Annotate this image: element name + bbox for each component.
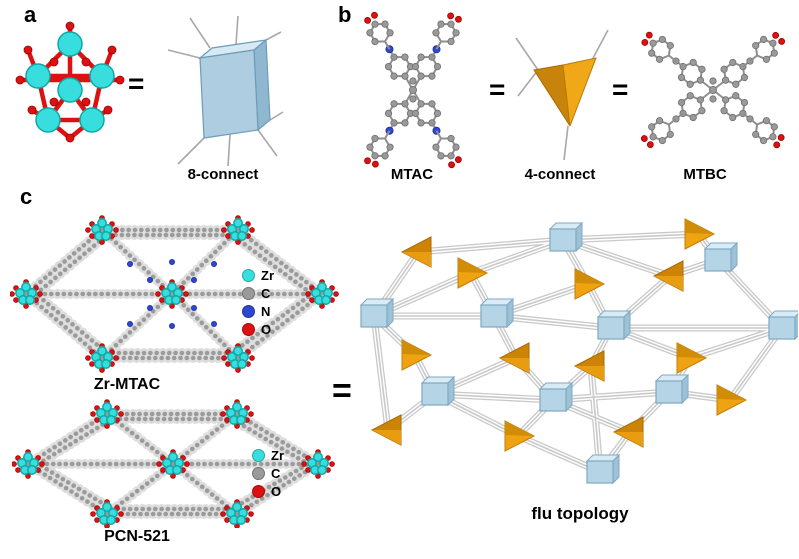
equals-sign-b1: =	[489, 74, 506, 105]
four-connect-node	[508, 18, 618, 168]
zr-mtac-framework-svg	[8, 214, 340, 374]
zr-color-swatch	[252, 449, 265, 462]
node-connection-lines	[167, 15, 284, 167]
cube-node-shape	[197, 38, 271, 139]
four-connect-node-svg	[515, 29, 609, 161]
zr-color-swatch	[242, 269, 255, 282]
flu-topology-caption: flu topology	[531, 504, 629, 523]
equals-sign-a: =	[128, 68, 145, 99]
legend-label: N	[261, 304, 271, 319]
flu-topology-network	[358, 218, 799, 510]
o-color-swatch	[242, 323, 255, 336]
legend-item-c: C	[242, 286, 274, 301]
legend-label: O	[271, 484, 282, 499]
tetrahedron-node-shape	[533, 57, 597, 127]
legend-label: C	[261, 286, 271, 301]
legend-label: Zr	[271, 448, 284, 463]
pcn-521-framework-svg	[10, 398, 336, 530]
flu-topology-svg	[360, 218, 799, 484]
legend-item-zr: Zr	[252, 448, 284, 463]
node-connection-lines	[515, 29, 609, 161]
legend-item-n: N	[242, 304, 274, 319]
pcn-521-framework: Zr C O	[10, 396, 342, 530]
legend-item-o: O	[252, 484, 284, 499]
zr-cluster-structure	[8, 18, 133, 158]
mtac-molecule-svg	[357, 7, 469, 173]
zirconium-atoms	[25, 31, 115, 133]
triangle-nodes	[371, 218, 747, 452]
mtbc-molecule-svg	[635, 25, 791, 155]
legend-item-zr: Zr	[242, 268, 274, 283]
panel-c-label: c	[20, 184, 33, 209]
eight-connect-node	[160, 14, 285, 174]
legend-label: O	[261, 322, 272, 337]
legend-item-o: O	[242, 322, 274, 337]
equals-sign-b2: =	[612, 74, 629, 105]
eight-connect-caption: 8-connect	[187, 166, 259, 183]
mtbc-molecule	[628, 8, 798, 178]
zr-mtac-legend: Zr C N O	[242, 268, 274, 337]
pcn-521-legend: Zr C O	[252, 448, 284, 499]
four-connect-caption: 4-connect	[524, 166, 596, 183]
panel-b-label: b	[338, 2, 352, 27]
n-color-swatch	[242, 305, 255, 318]
mtac-caption: MTAC	[390, 166, 434, 183]
panel-a-label: a	[24, 2, 37, 27]
nitrogen-atoms	[127, 259, 217, 330]
legend-item-c: C	[252, 466, 284, 481]
oxygen-atoms	[15, 21, 125, 143]
zr-mtac-caption: Zr-MTAC	[93, 376, 161, 393]
equals-sign-c: =	[332, 372, 352, 410]
c-color-swatch	[252, 467, 265, 480]
mtbc-caption: MTBC	[683, 166, 727, 183]
eight-connect-node-svg	[167, 15, 284, 167]
o-color-swatch	[252, 485, 265, 498]
mtac-molecule	[336, 7, 491, 178]
zr-mtac-framework: Zr C N O	[8, 202, 340, 380]
pcn-521-caption: PCN-521	[104, 528, 170, 545]
legend-label: C	[271, 466, 281, 481]
c-color-swatch	[242, 287, 255, 300]
zr-cluster-svg	[15, 21, 125, 143]
legend-label: Zr	[261, 268, 274, 283]
